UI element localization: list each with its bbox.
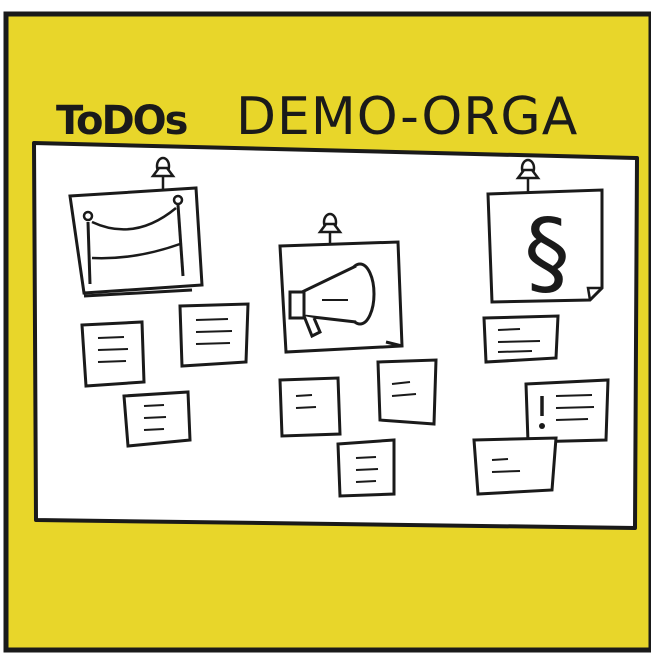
svg-text:§: § [524,199,570,306]
paragraph-sign-icon: § [486,188,604,306]
megaphone-icon [278,240,404,354]
pin-icon [150,156,176,190]
column-paragraph: § [472,158,610,496]
barrier-rope-icon [68,186,204,298]
task-card [336,438,396,498]
board-title: DEMO-ORGA [236,87,578,147]
task-card [178,302,250,368]
todos-label: ToDOs [56,98,187,144]
task-card [278,376,342,438]
task-card [472,436,558,496]
task-card [122,390,192,448]
task-card [376,358,438,426]
pin-icon [515,158,541,194]
column-megaphone [278,212,438,498]
task-card [80,320,146,388]
task-card [482,314,560,364]
task-card-priority [524,378,610,444]
column-barrier [68,156,250,448]
